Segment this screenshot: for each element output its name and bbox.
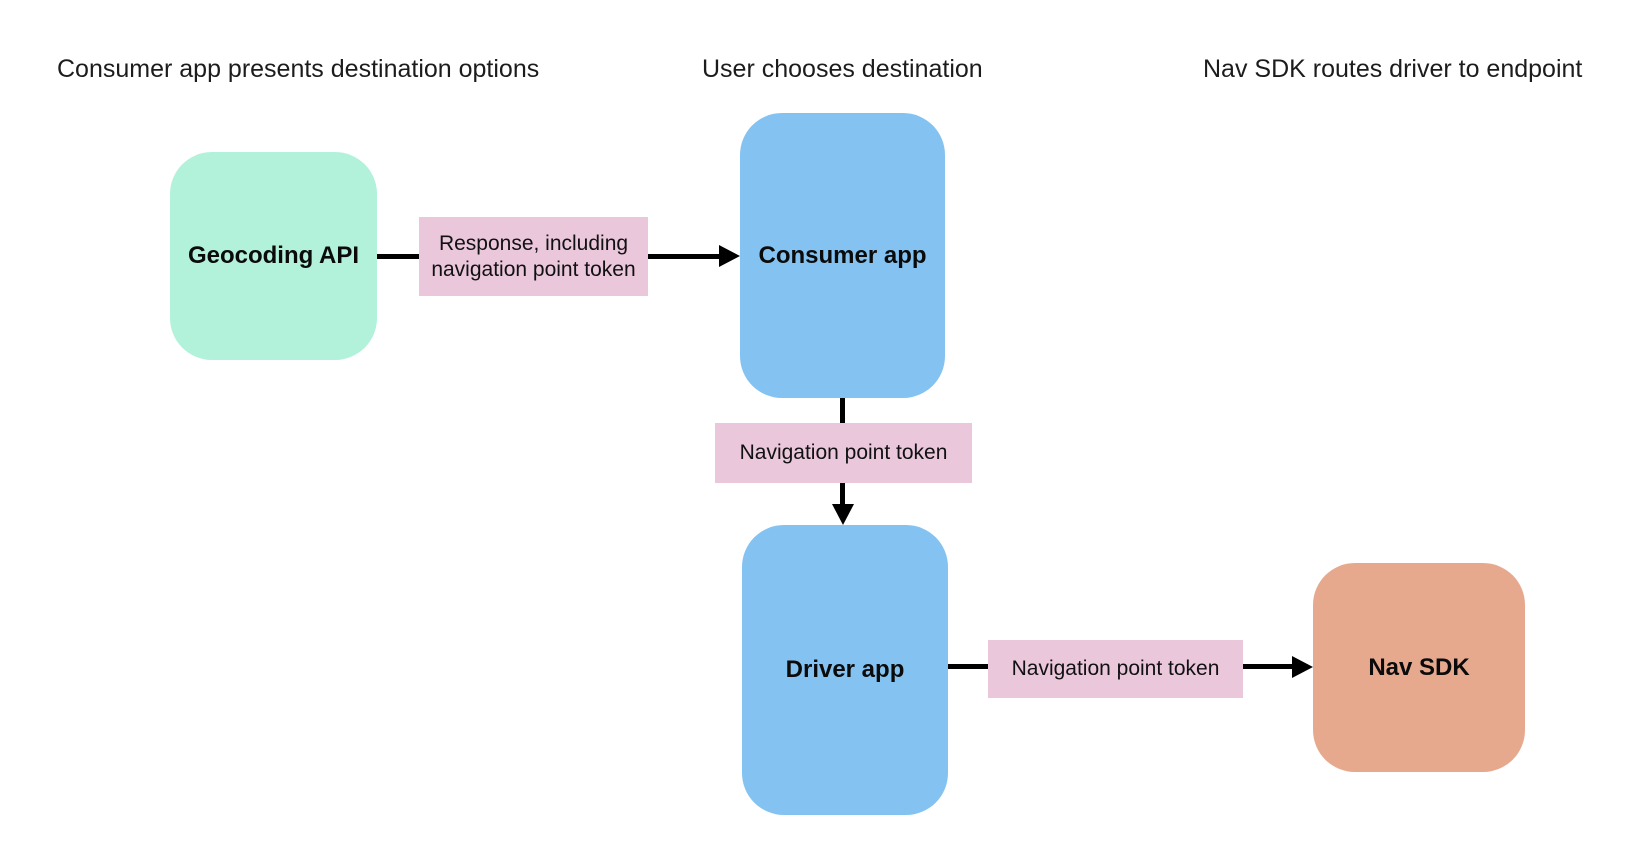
arrowhead-right-icon (719, 245, 740, 267)
node-driver-app: Driver app (742, 525, 948, 815)
arrowhead-down-icon (832, 504, 854, 525)
node-consumer-app: Consumer app (740, 113, 945, 398)
stage-heading-consumer-presents: Consumer app presents destination option… (57, 55, 540, 83)
node-nav-sdk: Nav SDK (1313, 563, 1525, 772)
arrowhead-right-icon (1292, 656, 1313, 678)
node-geocoding-api: Geocoding API (170, 152, 377, 360)
edge-label-navigation-point-token-consumer-driver: Navigation point token (715, 423, 972, 483)
stage-heading-navsdk-routes: Nav SDK routes driver to endpoint (1203, 55, 1583, 83)
edge-label-response-including-token: Response, including navigation point tok… (419, 217, 648, 296)
stage-heading-user-chooses: User chooses destination (702, 55, 983, 83)
edge-label-navigation-point-token-driver-navsdk: Navigation point token (988, 640, 1243, 698)
